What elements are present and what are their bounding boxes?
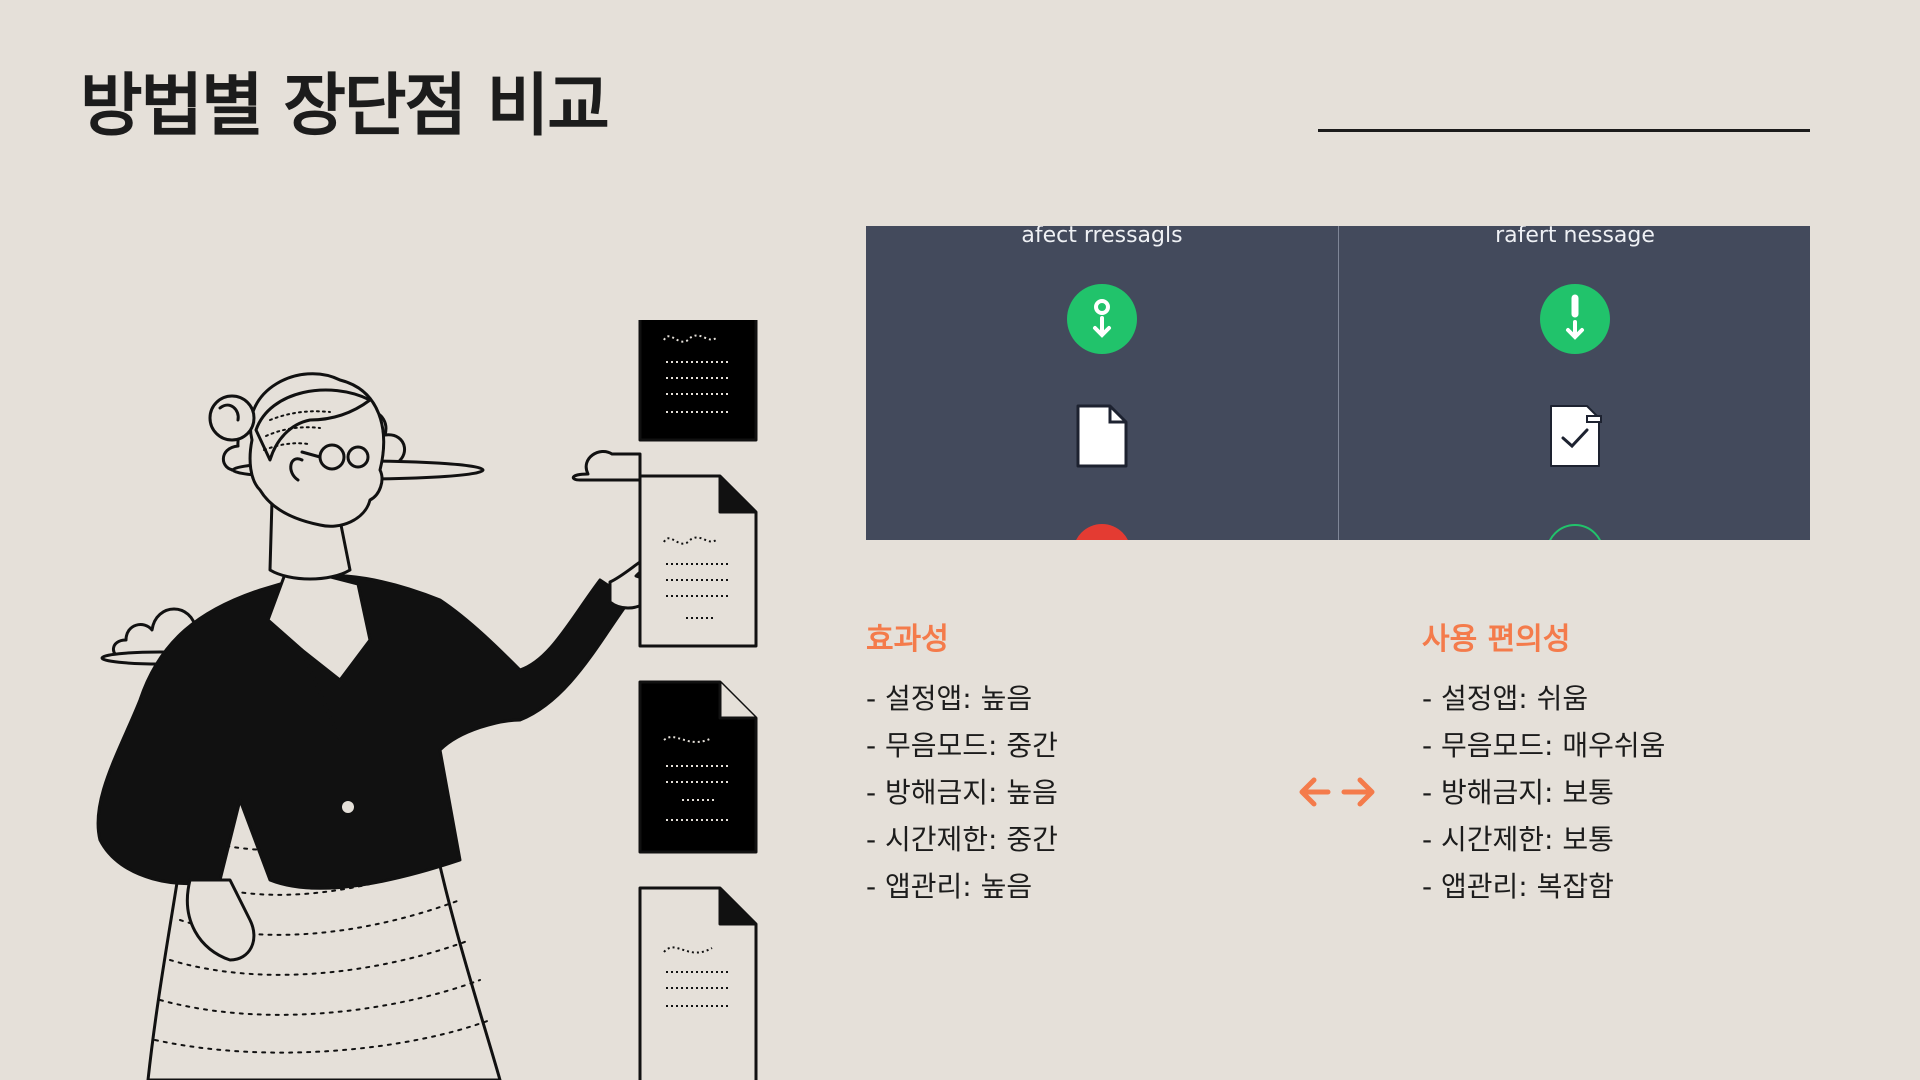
screenshot-left-column: afect rressagls xyxy=(866,226,1338,540)
slide-title: 방법별 장단점 비교 xyxy=(80,67,610,146)
list-item: - 시간제한: 중간 xyxy=(866,823,1058,856)
double-arrow-icon xyxy=(1299,777,1375,807)
convenience-column: 사용 편의성 - 설정앱: 쉬움 - 무음모드: 매우쉬움 - 방해금지: 보통… xyxy=(1422,620,1665,910)
screenshot-panel: afect rressagls rafert nessage xyxy=(866,226,1810,540)
record-button-icon xyxy=(1073,524,1131,540)
convenience-heading: 사용 편의성 xyxy=(1422,622,1571,657)
list-item: - 설정앱: 높음 xyxy=(866,682,1033,715)
document-icon xyxy=(638,320,758,442)
woman-with-documents-illustration xyxy=(96,320,758,1080)
list-item: - 앱관리: 높음 xyxy=(866,870,1033,903)
document-icon xyxy=(1074,402,1130,470)
effectiveness-heading: 효과성 xyxy=(866,622,949,657)
download-icon xyxy=(1067,284,1137,354)
list-item: - 방해금지: 높음 xyxy=(866,776,1058,809)
cloud-icon xyxy=(571,450,642,482)
document-icon xyxy=(638,680,758,854)
document-check-icon xyxy=(1547,402,1603,470)
effectiveness-column: 효과성 - 설정앱: 높음 - 무음모드: 중간 - 방해금지: 높음 - 시간… xyxy=(866,620,1058,910)
document-stack xyxy=(638,320,758,1080)
list-item: - 무음모드: 매우쉬움 xyxy=(1422,729,1666,762)
document-icon xyxy=(638,474,758,648)
screenshot-right-column: rafert nessage xyxy=(1339,226,1810,540)
convenience-list: - 설정앱: 쉬움 - 무음모드: 매우쉬움 - 방해금지: 보통 - 시간제한… xyxy=(1422,675,1665,910)
screenshot-left-caption: afect rressagls xyxy=(1021,226,1183,248)
screenshot-divider xyxy=(1338,226,1339,540)
title-divider-line xyxy=(1318,129,1810,132)
status-ring-icon xyxy=(1546,524,1604,540)
list-item: - 앱관리: 복잡함 xyxy=(1422,870,1614,903)
effectiveness-list: - 설정앱: 높음 - 무음모드: 중간 - 방해금지: 높음 - 시간제한: … xyxy=(866,675,1058,910)
document-icon xyxy=(638,886,758,1080)
list-item: - 무음모드: 중간 xyxy=(866,729,1058,762)
list-item: - 시간제한: 보통 xyxy=(1422,823,1614,856)
screenshot-right-caption: rafert nessage xyxy=(1495,226,1655,248)
list-item: - 방해금지: 보통 xyxy=(1422,776,1614,809)
list-item: - 설정앱: 쉬움 xyxy=(1422,682,1589,715)
alert-icon xyxy=(1540,284,1610,354)
